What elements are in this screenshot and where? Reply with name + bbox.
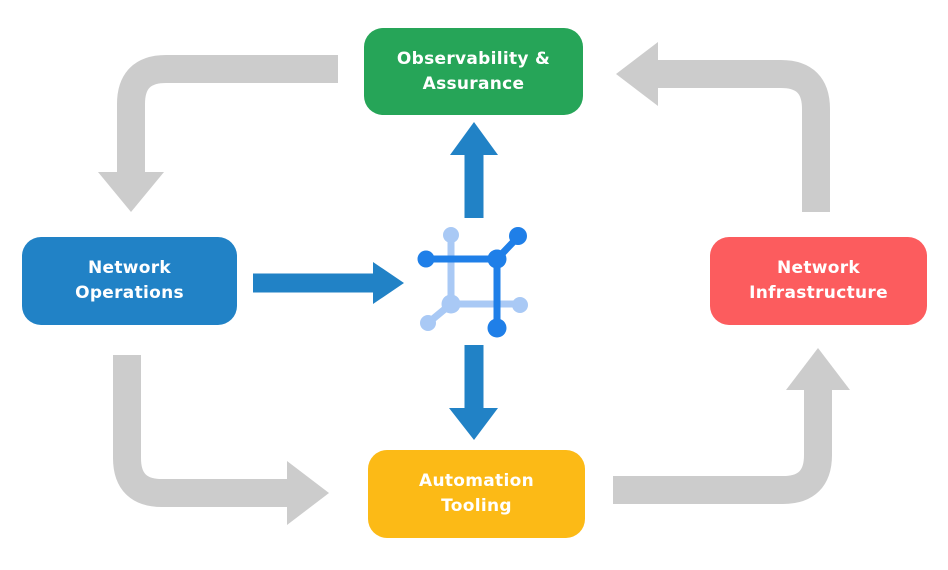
arrow-head-right [287,461,329,525]
arrow-head-up [786,348,850,390]
arrow-head-down [449,408,498,440]
arrow-icon-to-observability [450,122,498,218]
arrow-automation-to-infrastructure [613,348,850,504]
node-network-infrastructure: Network Infrastructure [710,237,927,325]
node-label-line1: Network [87,258,172,279]
node-automation-tooling: Automation Tooling [368,450,585,538]
icon-node-bottom-left [420,315,436,331]
icon-node-left [417,250,435,268]
arrow-infrastructure-to-observability [616,42,830,212]
node-label-line1: Automation [419,471,534,492]
arrow-shaft [657,60,830,212]
node-network-operations: Network Operations [22,237,237,325]
arrow-head-right [373,262,404,304]
arrow-icon-to-automation [449,345,498,440]
arrow-head-up [450,122,498,155]
node-label-line2: Operations [75,283,184,303]
icon-node-bottom-left-corner [441,294,461,314]
icon-node-top-right-corner [487,249,507,269]
arrow-head-left [616,42,658,106]
arrow-operations-to-automation [113,355,329,525]
arrow-observability-to-operations [98,55,338,212]
node-label-line2: Infrastructure [749,283,888,303]
node-label-line1: Network [776,258,861,279]
arrow-shaft [113,355,288,507]
icon-node-top-right [509,227,527,245]
icon-node-top [443,227,459,243]
icon-light-branches [420,227,528,331]
icon-node-right [512,297,528,313]
arrow-shaft [613,389,832,504]
arrow-operations-to-icon [253,262,404,304]
node-label-line1: Observability & [396,48,551,69]
node-label-line2: Assurance [422,73,525,94]
icon-node-bottom [487,318,507,338]
node-label-line2: Tooling [441,496,512,516]
arrow-shaft [117,55,338,175]
network-automation-platform-icon [417,227,528,338]
icon-dark-branches [417,227,527,338]
node-observability-assurance: Observability & Assurance [364,28,583,115]
arrow-head-down [98,172,164,212]
